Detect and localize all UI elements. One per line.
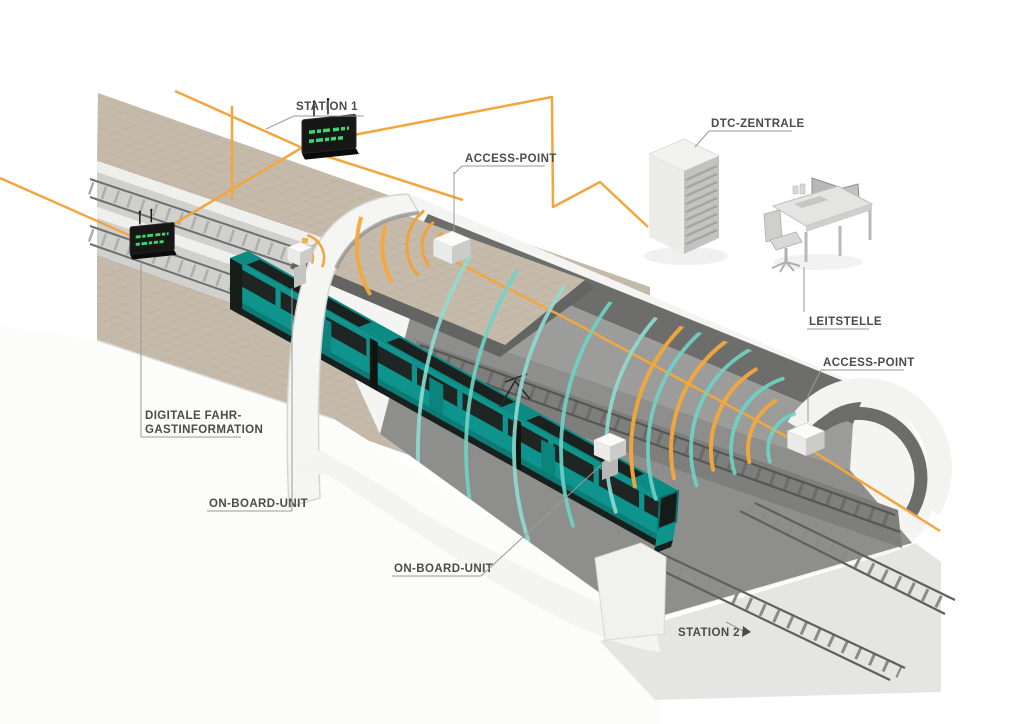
leitstelle-label: LEITSTELLE <box>809 316 882 328</box>
onboard-unit-station-label: ON-BOARD-UNIT <box>209 498 308 510</box>
tunnel-near-wall-remnant <box>293 450 667 652</box>
access-point-tunnel-roof <box>432 172 472 264</box>
label-onboard-unit-tunnel: ON-BOARD-UNIT <box>392 464 602 577</box>
label-dtc-zentrale: DTC-ZENTRALE <box>694 118 805 148</box>
led-text-row <box>135 240 164 246</box>
onboard-unit-tunnel-label: ON-BOARD-UNIT <box>394 563 493 575</box>
cable-station-network <box>0 89 649 242</box>
control-desk <box>763 177 874 273</box>
tunnel-entrance-arch-rim <box>334 211 420 269</box>
led-text-row <box>309 126 349 135</box>
dtc-zentrale-label: DTC-ZENTRALE <box>711 118 805 130</box>
led-text-row <box>135 232 169 239</box>
label-station1: STATION 1 <box>265 101 364 130</box>
onboard-unit-train-roof <box>286 238 314 288</box>
dtc-server-rack <box>644 138 728 265</box>
track-exit-b <box>739 502 956 615</box>
onboard-unit-tunnel-track <box>593 432 627 480</box>
annotations: STATION 1 ACCESS-POINT DTC-ZENTRALE LEIT… <box>140 101 915 639</box>
access-point-tunnel-label: ACCESS-POINT <box>465 153 557 165</box>
station2-area <box>600 502 956 700</box>
led-text-row <box>309 135 343 144</box>
tunnel-roof-surface <box>295 202 585 345</box>
access-point-tunnel-exit <box>786 422 826 456</box>
tram <box>230 250 680 554</box>
label-access-point-tunnel: ACCESS-POINT <box>453 153 557 175</box>
foreground-ground <box>0 326 660 724</box>
access-point-exit-label: ACCESS-POINT <box>823 357 915 369</box>
orange-signal-arcs <box>354 213 778 489</box>
label-onboard-unit-station: ON-BOARD-UNIT <box>207 288 308 512</box>
passenger-info-display-2 <box>129 208 177 260</box>
track-exit-a <box>639 551 906 681</box>
station1-label: STATION 1 <box>296 101 358 113</box>
label-access-point-exit: ACCESS-POINT <box>807 357 915 422</box>
digitale-info-label-line2: GASTINFORMATION <box>145 424 263 436</box>
station2-label: STATION 2 <box>678 627 740 639</box>
keyboard <box>794 196 828 208</box>
office-chair <box>763 209 803 273</box>
tunnel-track-far <box>415 340 902 548</box>
tram-front <box>653 489 680 554</box>
label-digitale-fahrgastinformation: DIGITALE FAHR- GASTINFORMATION <box>140 262 263 438</box>
tunnel-exit-arch-outer <box>787 377 952 516</box>
label-leitstelle: LEITSTELLE <box>803 267 882 330</box>
server-vent-slats <box>685 164 718 246</box>
digitale-info-label-line1: DIGITALE FAHR- <box>145 410 242 422</box>
label-station2: STATION 2 <box>678 621 751 639</box>
station2-arrow-icon <box>742 626 751 637</box>
passenger-info-display-1 <box>301 97 359 160</box>
tunnel-exit-arch-inner <box>800 406 928 517</box>
